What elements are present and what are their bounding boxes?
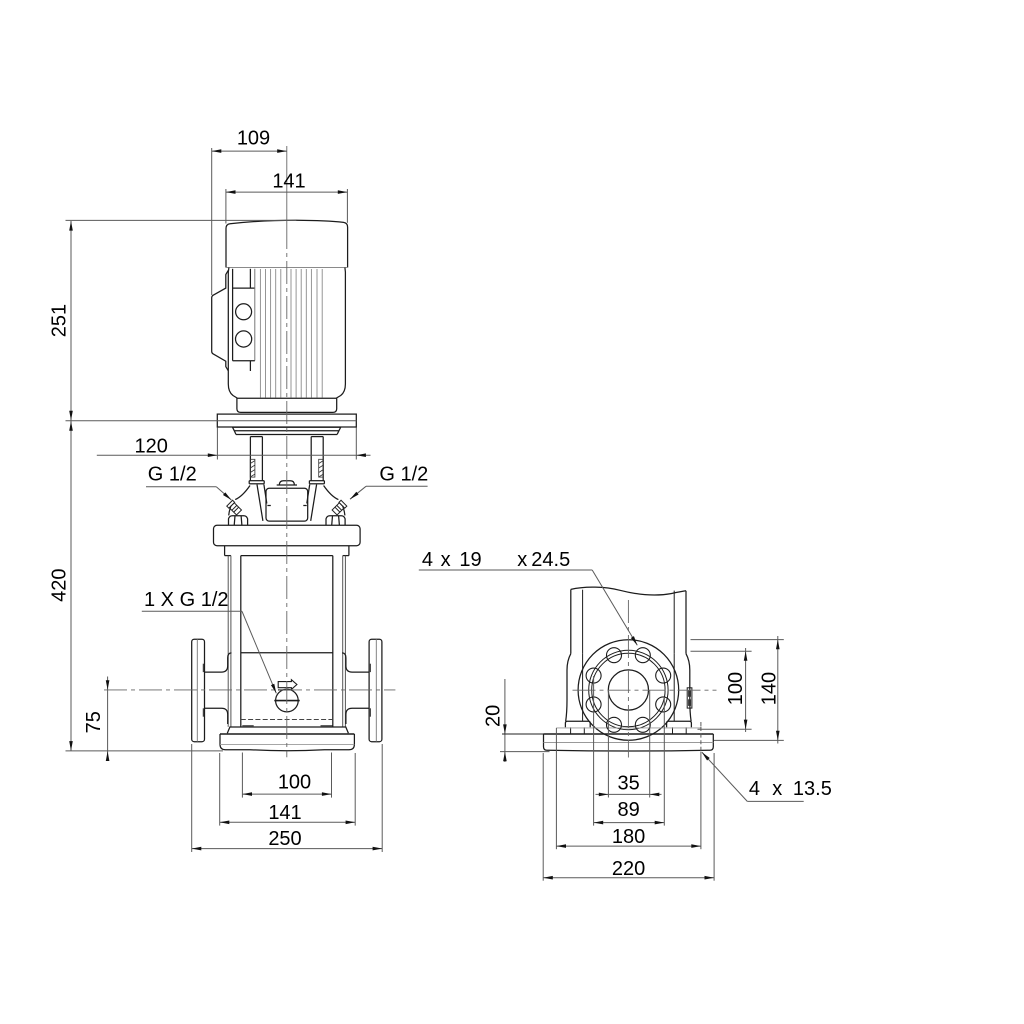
svg-text:100: 100 (278, 772, 311, 794)
svg-text:35: 35 (617, 773, 639, 795)
svg-text:24.5: 24.5 (531, 549, 570, 571)
svg-text:180: 180 (612, 826, 645, 848)
svg-text:100: 100 (725, 672, 747, 705)
svg-text:250: 250 (268, 828, 301, 850)
svg-text:75: 75 (83, 711, 105, 733)
svg-text:x: x (441, 549, 451, 571)
svg-text:19: 19 (459, 549, 481, 571)
svg-text:13.5: 13.5 (793, 778, 832, 800)
svg-text:251: 251 (49, 304, 71, 337)
svg-text:141: 141 (272, 170, 305, 192)
svg-text:x: x (772, 778, 782, 800)
svg-text:109: 109 (237, 128, 270, 150)
svg-text:220: 220 (612, 858, 645, 880)
svg-text:140: 140 (758, 672, 780, 705)
svg-text:1 X G 1/2: 1 X G 1/2 (144, 589, 229, 611)
svg-text:4: 4 (749, 778, 760, 800)
svg-text:420: 420 (49, 569, 71, 602)
svg-text:4: 4 (422, 549, 433, 571)
svg-text:120: 120 (135, 436, 168, 458)
svg-text:G 1/2: G 1/2 (148, 464, 197, 486)
svg-text:89: 89 (617, 799, 639, 821)
svg-text:141: 141 (268, 802, 301, 824)
svg-text:20: 20 (483, 705, 505, 727)
svg-text:x: x (517, 549, 527, 571)
svg-text:G 1/2: G 1/2 (379, 464, 428, 486)
